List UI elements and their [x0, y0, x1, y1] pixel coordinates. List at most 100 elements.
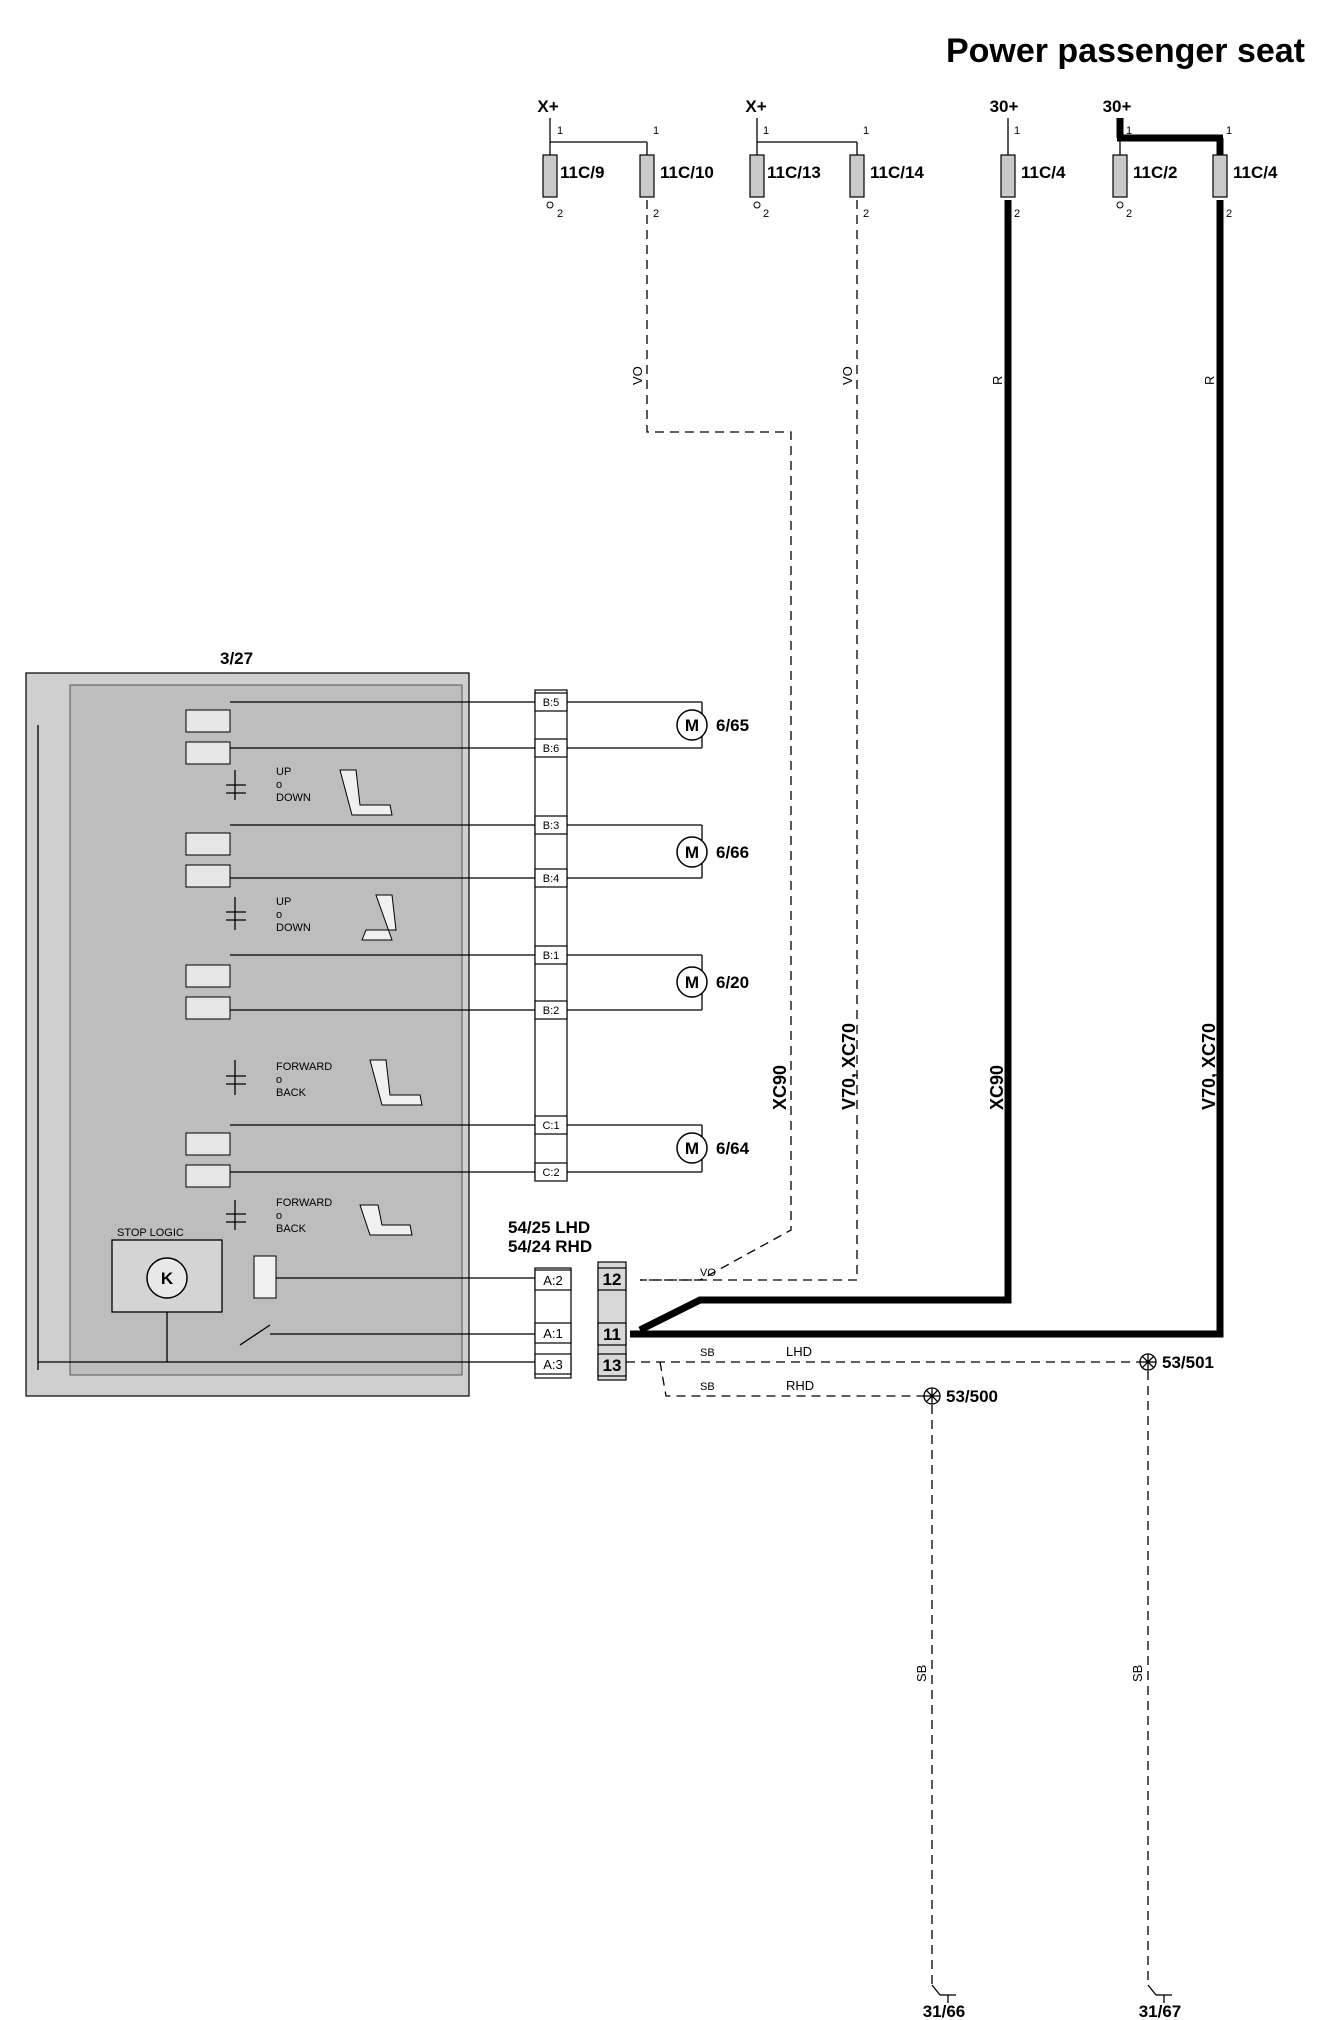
- connector-pin-a2: A:2: [543, 1273, 563, 1288]
- power-connector: [534, 1261, 627, 1381]
- motor-6-66: M 6/66: [676, 836, 749, 868]
- ground-symbol-31-66: [931, 1984, 956, 2003]
- switch-1-line3: DOWN: [276, 792, 311, 804]
- switch-3-line2: o: [276, 1074, 282, 1086]
- vo-wires: [640, 200, 858, 1281]
- seat-icon-forward-back-1: [369, 1059, 423, 1106]
- fuse-pin-bottom: 2: [1126, 208, 1132, 220]
- relay-symbol: K: [161, 1269, 174, 1288]
- ground-label: 31/66: [923, 2002, 966, 2020]
- switch-4-line3: BACK: [276, 1223, 307, 1235]
- fuse-pin-top: 1: [763, 125, 769, 137]
- supply-label-x-plus-1: X+: [537, 97, 558, 116]
- fuse-pin-top: 1: [1126, 125, 1132, 137]
- fuse-11c4-left: 1 2 11C/4: [1000, 125, 1066, 220]
- stop-logic-label: STOP LOGIC: [117, 1227, 184, 1239]
- fuse-pin-top: 1: [557, 125, 563, 137]
- connector-pin: B:1: [543, 950, 560, 962]
- motor-6-20: M 6/20: [676, 966, 749, 998]
- motor-label: 6/64: [716, 1139, 750, 1158]
- seat-icon-up-down-2: [361, 894, 397, 941]
- connector-pin-13: 13: [603, 1356, 622, 1375]
- connector-pin: B:6: [543, 743, 560, 755]
- fuse-pin-bottom: 2: [1014, 208, 1020, 220]
- connector-pin: B:2: [543, 1005, 560, 1017]
- control-module: [25, 672, 470, 1397]
- variant-label-xc90-thick: XC90: [987, 1065, 1007, 1110]
- connector-pin: B:4: [543, 873, 560, 885]
- connector-pin-12: 12: [603, 1270, 622, 1289]
- switch-3-line3: BACK: [276, 1087, 307, 1099]
- motor-6-65: M 6/65: [676, 709, 749, 741]
- wire-color-sb-vert-right: SB: [1130, 1665, 1145, 1682]
- wire-color-r-left: R: [990, 376, 1005, 385]
- connector-pin: C:1: [542, 1120, 559, 1132]
- connector-pin: C:2: [542, 1167, 559, 1179]
- switch-block-4: [185, 1124, 540, 1230]
- control-module-id: 3/27: [220, 649, 253, 668]
- ground-point-53-500: [923, 1387, 941, 1405]
- variant-label-xc90-dashed: XC90: [770, 1065, 790, 1110]
- connector-label-rhd: 54/24 RHD: [508, 1237, 592, 1256]
- switch-4-line2: o: [276, 1210, 282, 1222]
- fuse-pin-bottom: 2: [763, 208, 769, 220]
- fuse-pin-bottom: 2: [653, 208, 659, 220]
- switch-block-3: [185, 954, 540, 1095]
- switch-1-line2: o: [276, 779, 282, 791]
- fuse-pin-top: 1: [653, 125, 659, 137]
- supply-label-30-plus-1: 30+: [990, 97, 1019, 116]
- wire-color-vo-right: VO: [840, 366, 855, 385]
- fuse-pin-top: 1: [1226, 125, 1232, 137]
- fuse-pin-bottom: 2: [1226, 208, 1232, 220]
- fuse-11c13: 1 2 11C/13: [749, 125, 821, 220]
- wire-color-sb-vert-left: SB: [914, 1665, 929, 1682]
- ground-symbol-31-67: [1147, 1984, 1172, 2003]
- switch-2-line3: DOWN: [276, 922, 311, 934]
- ground-label: 31/67: [1139, 2002, 1182, 2020]
- ground-point-53-501: [1139, 1353, 1157, 1371]
- ground-point-label: 53/501: [1162, 1353, 1214, 1372]
- fuse-label: 11C/10: [660, 163, 714, 182]
- fuse-11c9: 1 2 11C/9: [542, 125, 604, 220]
- fuse-pin-bottom: 2: [557, 208, 563, 220]
- switch-block-1: [185, 701, 540, 800]
- fuse-label: 11C/14: [870, 163, 924, 182]
- connector-pin: B:3: [543, 820, 560, 832]
- fuse-11c4-right: 1 2 11C/4: [1212, 125, 1278, 220]
- variant-label-rhd: RHD: [786, 1378, 814, 1393]
- connector-pin-a1: A:1: [543, 1326, 563, 1341]
- fuse-11c14: 1 2 11C/14: [849, 125, 924, 220]
- motor-label: 6/20: [716, 973, 749, 992]
- motor-symbol: M: [685, 716, 699, 735]
- motor-symbol: M: [685, 843, 699, 862]
- fuse-label: 11C/13: [767, 163, 821, 182]
- switch-2-line1: UP: [276, 896, 291, 908]
- fuse-11c10: 1 2 11C/10: [639, 125, 714, 220]
- motor-label: 6/65: [716, 716, 749, 735]
- fuse-label: 11C/2: [1133, 163, 1177, 182]
- wire-color-sb-lhd: SB: [700, 1347, 715, 1359]
- seat-icon-up-down-1: [339, 769, 393, 816]
- variant-label-v70-xc70-thick: V70, XC70: [1199, 1023, 1219, 1110]
- switch-block-2: [185, 824, 540, 930]
- r-wires: [630, 200, 1224, 1338]
- motor-symbol: M: [685, 973, 699, 992]
- fuse-pin-bottom: 2: [863, 208, 869, 220]
- fuse-label: 11C/4: [1233, 163, 1278, 182]
- switch-4-line1: FORWARD: [276, 1197, 332, 1209]
- fuse-label: 11C/4: [1021, 163, 1066, 182]
- seat-icon-forward-back-2: [359, 1204, 413, 1236]
- connector-pin-11: 11: [603, 1325, 621, 1344]
- connector-pin-a3: A:3: [543, 1357, 563, 1372]
- connector-label-lhd: 54/25 LHD: [508, 1218, 590, 1237]
- supply-label-x-plus-2: X+: [745, 97, 766, 116]
- variant-label-lhd: LHD: [786, 1344, 812, 1359]
- motor-connector-strip: [534, 689, 568, 1182]
- wire-color-vo-left: VO: [630, 366, 645, 385]
- wire-color-vo-horizontal: VO: [700, 1267, 716, 1279]
- motor-label: 6/66: [716, 843, 749, 862]
- switch-2-line2: o: [276, 909, 282, 921]
- motor-wiring: [567, 701, 703, 1173]
- switch-3-line1: FORWARD: [276, 1061, 332, 1073]
